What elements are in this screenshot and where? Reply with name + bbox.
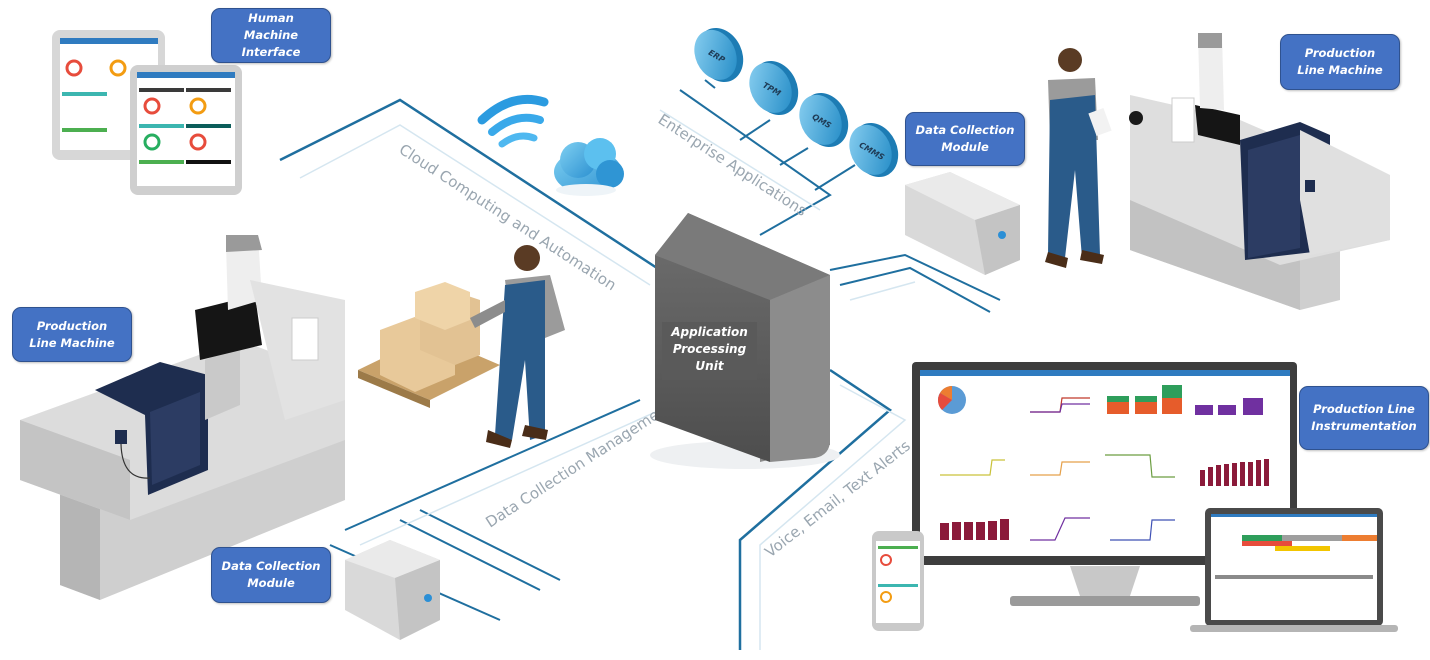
sensor-module-icon[interactable] bbox=[345, 540, 440, 640]
sensor-module-icon[interactable] bbox=[905, 172, 1020, 275]
worker-icon bbox=[470, 245, 565, 448]
monitor-icon[interactable] bbox=[912, 362, 1297, 606]
tablet-icon[interactable] bbox=[130, 65, 242, 195]
wifi-icon bbox=[477, 94, 549, 148]
app-disc-erp[interactable]: ERP bbox=[686, 20, 751, 90]
enterprise-apps: ERP TPM QMS CMMS bbox=[686, 20, 906, 185]
cloud-icon bbox=[554, 138, 624, 196]
callout-production-line-instrumentation: Production Line Instrumentation bbox=[1299, 386, 1429, 450]
application-processing-unit-label: Application Processing Unit bbox=[662, 322, 757, 380]
callout-data-collection-module-bottom: Data Collection Module bbox=[211, 547, 331, 603]
callout-production-line-machine-right: Production Line Machine bbox=[1280, 34, 1400, 90]
production-machine-left[interactable] bbox=[20, 235, 345, 600]
laptop-icon[interactable] bbox=[1190, 508, 1398, 632]
callout-production-line-machine-left: Production Line Machine bbox=[12, 307, 132, 362]
callout-data-collection-module-top: Data Collection Module bbox=[905, 112, 1025, 166]
app-disc-tpm[interactable]: TPM bbox=[741, 53, 806, 123]
callout-human-machine-interface: Human Machine Interface bbox=[211, 8, 331, 63]
smartphone-icon[interactable] bbox=[872, 531, 924, 631]
production-machine-right[interactable] bbox=[1129, 33, 1390, 310]
worker-icon bbox=[1045, 48, 1112, 268]
app-disc-qms[interactable]: QMS bbox=[791, 85, 856, 155]
boxes-icon bbox=[358, 282, 500, 408]
app-disc-cmms[interactable]: CMMS bbox=[841, 115, 906, 185]
